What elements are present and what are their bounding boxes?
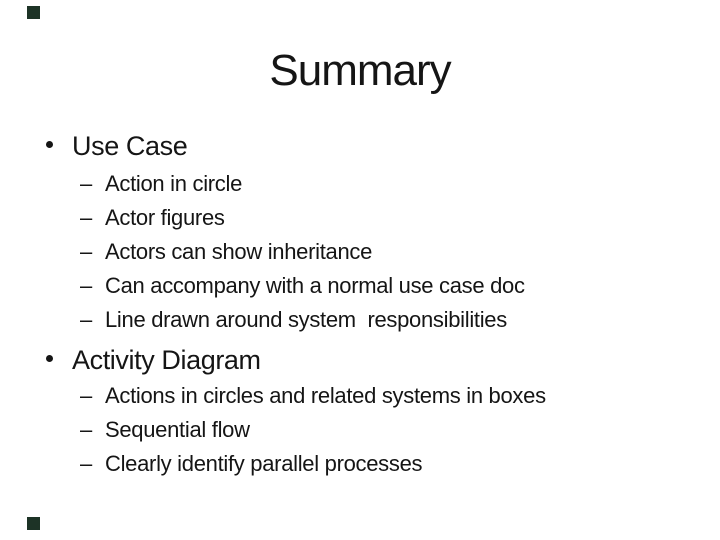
bullet-dot-icon <box>46 355 53 362</box>
dash-icon: – <box>80 239 92 264</box>
sublist-activity-diagram: – Actions in circles and related systems… <box>80 379 546 481</box>
sub-bullet-item: – Action in circle <box>80 167 525 201</box>
dash-icon: – <box>80 171 92 196</box>
bullet-dot-icon <box>46 141 53 148</box>
bullet-label: Activity Diagram <box>72 345 261 375</box>
sub-bullet-item: – Clearly identify parallel processes <box>80 447 546 481</box>
sub-bullet-label: Line drawn around system responsibilitie… <box>105 307 507 332</box>
dash-icon: – <box>80 205 92 230</box>
sub-bullet-item: – Line drawn around system responsibilit… <box>80 303 525 337</box>
dash-icon: – <box>80 451 92 476</box>
bullet-item-use-case: Use Case <box>46 129 188 163</box>
sub-bullet-item: – Sequential flow <box>80 413 546 447</box>
sub-bullet-label: Actors can show inheritance <box>105 239 373 264</box>
dash-icon: – <box>80 417 92 442</box>
sublist-use-case: – Action in circle – Actor figures – Act… <box>80 167 525 337</box>
dash-icon: – <box>80 273 92 298</box>
corner-marker-top-left-icon <box>27 6 40 19</box>
slide-title: Summary <box>269 46 451 95</box>
sub-bullet-item: – Actors can show inheritance <box>80 235 525 269</box>
bullet-item-activity-diagram: Activity Diagram <box>46 343 261 377</box>
sub-bullet-label: Clearly identify parallel processes <box>105 451 423 476</box>
sub-bullet-label: Actor figures <box>105 205 225 230</box>
corner-marker-bottom-left-icon <box>27 517 40 530</box>
sub-bullet-label: Can accompany with a normal use case doc <box>105 273 525 298</box>
sub-bullet-label: Actions in circles and related systems i… <box>105 383 546 408</box>
sub-bullet-label: Sequential flow <box>105 417 250 442</box>
dash-icon: – <box>80 383 92 408</box>
sub-bullet-item: – Can accompany with a normal use case d… <box>80 269 525 303</box>
sub-bullet-item: – Actions in circles and related systems… <box>80 379 546 413</box>
dash-icon: – <box>80 307 92 332</box>
bullet-label: Use Case <box>72 131 188 161</box>
sub-bullet-label: Action in circle <box>105 171 243 196</box>
sub-bullet-item: – Actor figures <box>80 201 525 235</box>
